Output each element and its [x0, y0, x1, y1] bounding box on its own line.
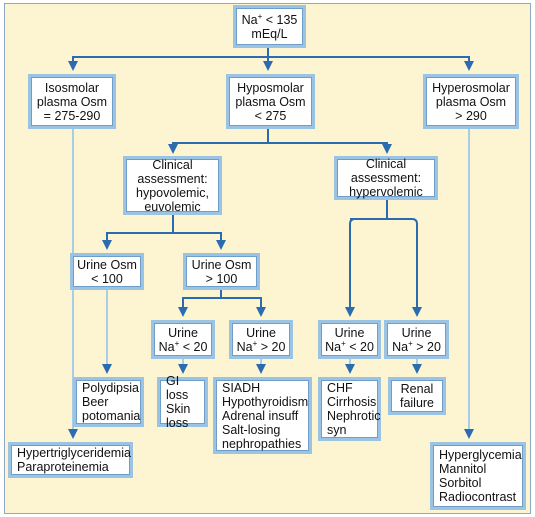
node-root: Na+ < 135 mEq/L: [233, 5, 306, 48]
node-polydipsia: Polydipsia Beer potomania: [73, 377, 144, 427]
node-urine-osm-lt-100: Urine Osm < 100: [70, 253, 144, 290]
node-urine-na-lt-20-hypo: Urine Na+ < 20: [151, 320, 215, 359]
node-clinical-hypovolemic: Clinical assessment: hypovolemic, euvole…: [123, 156, 222, 215]
node-hyperglycemia: Hyperglycemia Mannitol Sorbitol Radiocon…: [430, 442, 526, 510]
node-hyposmolar: Hyposmolar plasma Osm < 275: [226, 74, 315, 129]
node-urine-na-lt-20-hyper: Urine Na+ < 20: [318, 320, 381, 359]
node-hypertriglyceridemia: Hypertriglyceridemia Paraproteinemia: [8, 442, 133, 478]
node-hyperosmolar: Hyperosmolar plasma Osm > 290: [423, 74, 519, 129]
node-siadh: SIADH Hypothyroidism Adrenal insuff Salt…: [213, 377, 312, 454]
node-urine-na-gt-20-hyper: Urine Na+ > 20: [384, 320, 449, 359]
node-renal-failure: Renal failure: [388, 377, 446, 415]
node-isosmolar: Isosmolar plasma Osm = 275-290: [28, 74, 116, 129]
node-clinical-hypervolemic: Clinical assessment: hypervolemic: [334, 156, 438, 200]
node-urine-na-gt-20-hypo: Urine Na+ > 20: [229, 320, 293, 359]
node-urine-osm-gt-100: Urine Osm > 100: [183, 253, 260, 290]
node-chf: CHF Cirrhosis Nephrotic syn: [318, 377, 381, 441]
node-gi-loss: GI loss Skin loss: [157, 374, 208, 430]
